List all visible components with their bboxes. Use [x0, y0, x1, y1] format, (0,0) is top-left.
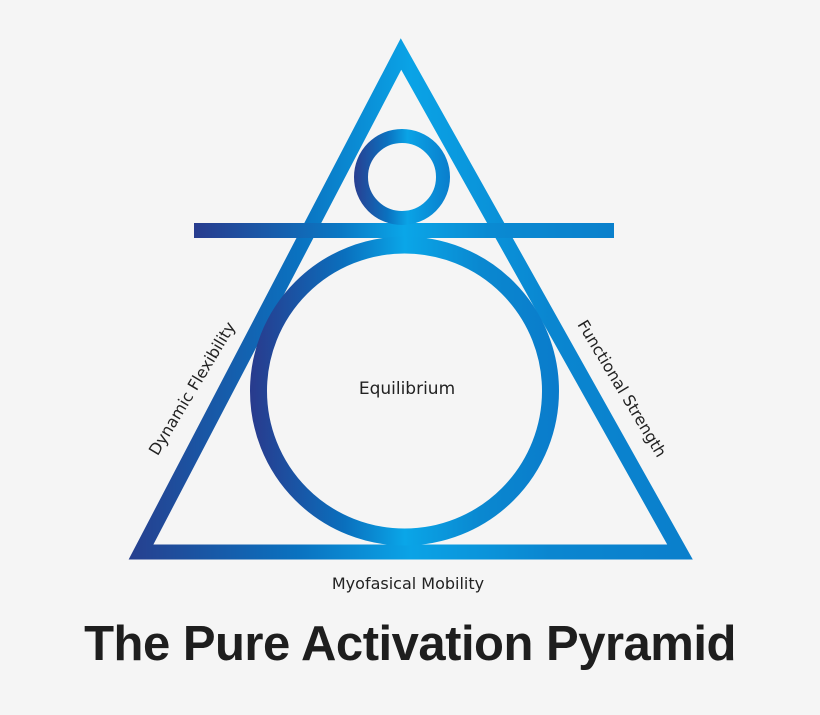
pyramid-triangle [128, 38, 693, 560]
diagram-title: The Pure Activation Pyramid [84, 617, 736, 671]
small-circle [354, 129, 450, 225]
equilibrium-circle [250, 236, 559, 546]
myofascial-mobility-label: Myofasical Mobility [331, 574, 485, 593]
horizon-bar [194, 223, 614, 238]
equilibrium-label: Equilibrium [358, 379, 456, 399]
